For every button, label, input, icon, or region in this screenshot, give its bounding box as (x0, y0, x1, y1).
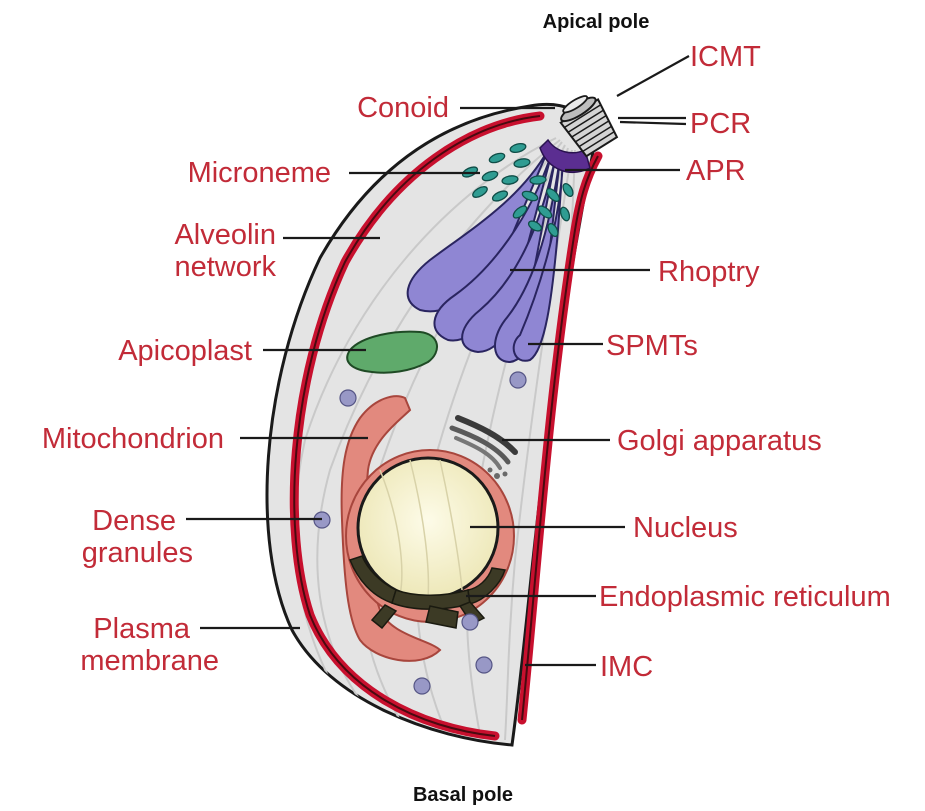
right-labels: ICMT PCR APR Rhoptry SPMTs Golgi apparat… (599, 41, 891, 683)
label-er: Endoplasmic reticulum (599, 581, 891, 613)
label-conoid: Conoid (357, 92, 449, 124)
label-plasma-line1: Plasma (93, 613, 191, 645)
label-mitochondrion: Mitochondrion (42, 423, 224, 455)
label-apr: APR (686, 155, 746, 187)
label-rhoptry: Rhoptry (658, 256, 760, 288)
label-spmts: SPMTs (606, 330, 698, 362)
label-imc: IMC (600, 651, 653, 683)
label-golgi: Golgi apparatus (617, 425, 822, 457)
label-dense-line2: granules (82, 537, 193, 569)
basal-pole-label: Basal pole (413, 784, 513, 806)
apical-pole-label: Apical pole (543, 11, 650, 33)
label-alveolin-line2: network (174, 251, 276, 283)
label-plasma-line2: membrane (80, 645, 219, 677)
label-dense-line1: Dense (92, 505, 176, 537)
label-icmt: ICMT (690, 41, 761, 73)
label-nucleus: Nucleus (633, 512, 738, 544)
label-alveolin-line1: Alveolin (174, 219, 276, 251)
label-microneme: Microneme (188, 157, 331, 189)
label-pcr: PCR (690, 108, 751, 140)
label-apicoplast: Apicoplast (118, 335, 252, 367)
